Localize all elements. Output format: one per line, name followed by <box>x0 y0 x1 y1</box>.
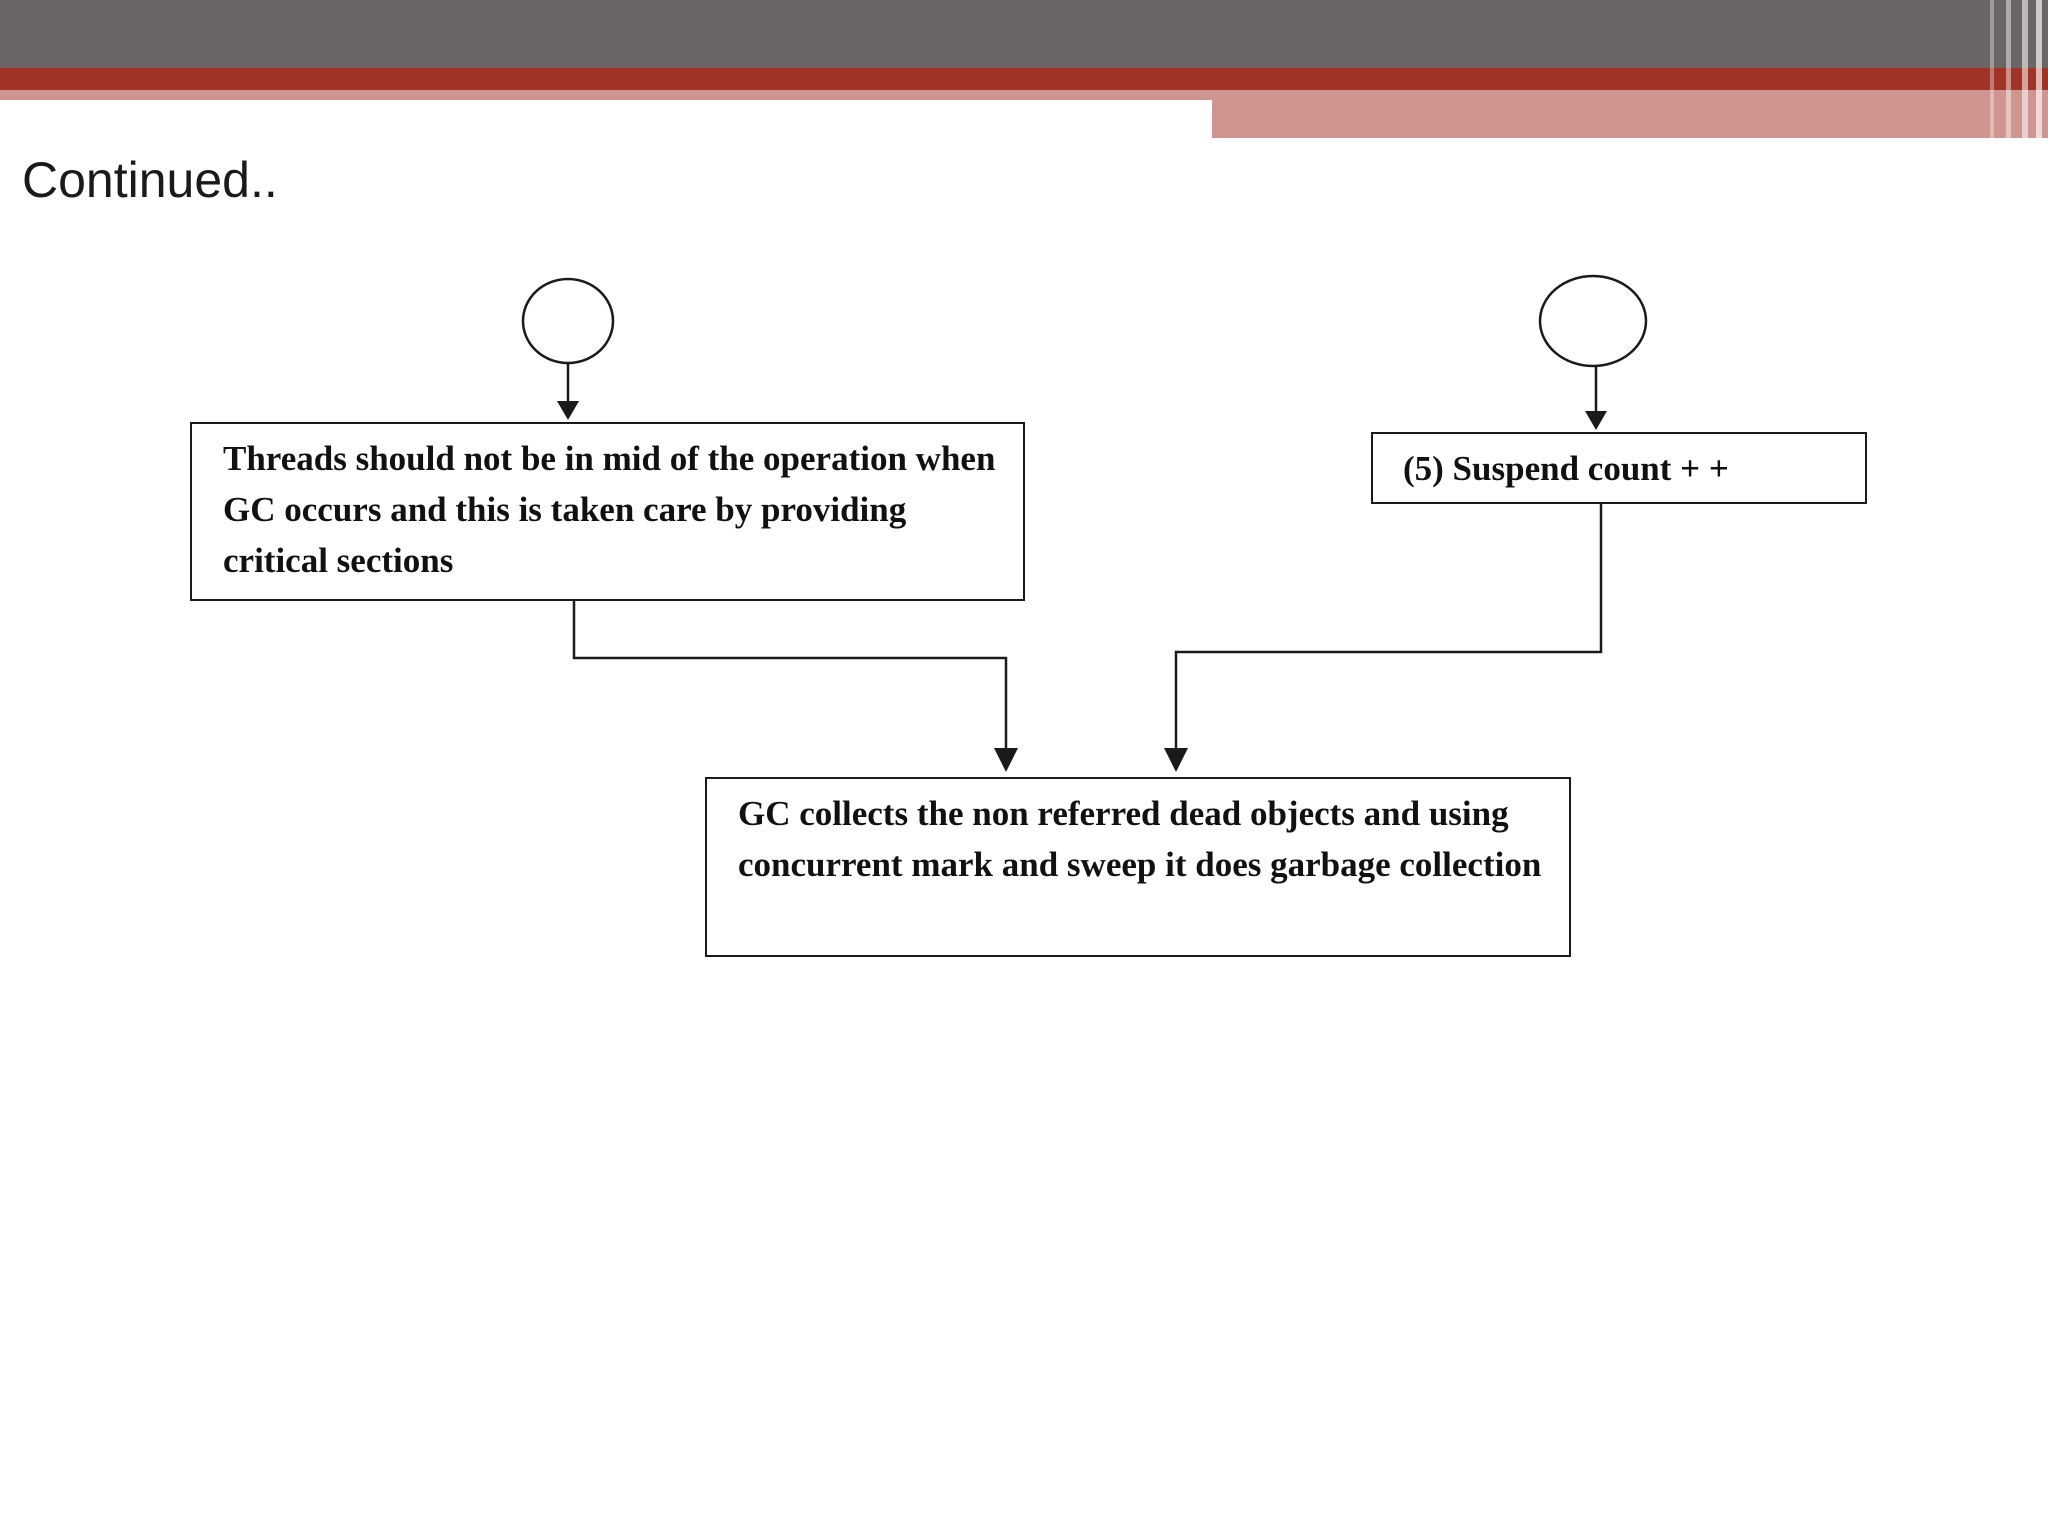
box-gc-collects: GC collects the non referred dead object… <box>705 777 1571 957</box>
connector-threads-to-gc <box>572 601 1008 752</box>
header-band-gray <box>0 0 2048 68</box>
box-threads-text: Threads should not be in mid of the oper… <box>223 439 996 580</box>
header-stripes-decoration <box>1984 0 2048 138</box>
header-band-pink-left <box>0 90 1212 100</box>
box-suspend-count: (5) Suspend count + + <box>1371 432 1867 504</box>
arrowhead-gc-in-right <box>1164 748 1188 772</box>
arrowhead-threads-in <box>557 401 579 420</box>
start-node-left <box>521 277 615 365</box>
box-threads-critical-sections: Threads should not be in mid of the oper… <box>190 422 1025 601</box>
box-suspend-text: (5) Suspend count + + <box>1403 449 1729 488</box>
arrowhead-gc-in-left <box>994 748 1018 772</box>
box-gc-text: GC collects the non referred dead object… <box>738 794 1542 884</box>
slide-title: Continued.. <box>22 152 278 208</box>
connector-suspend-to-gc <box>1174 504 1603 752</box>
start-node-right <box>1538 274 1648 368</box>
header-band-pink-right <box>1212 90 2048 138</box>
header-band-red <box>0 68 2048 90</box>
arrowhead-suspend-in <box>1585 411 1607 430</box>
